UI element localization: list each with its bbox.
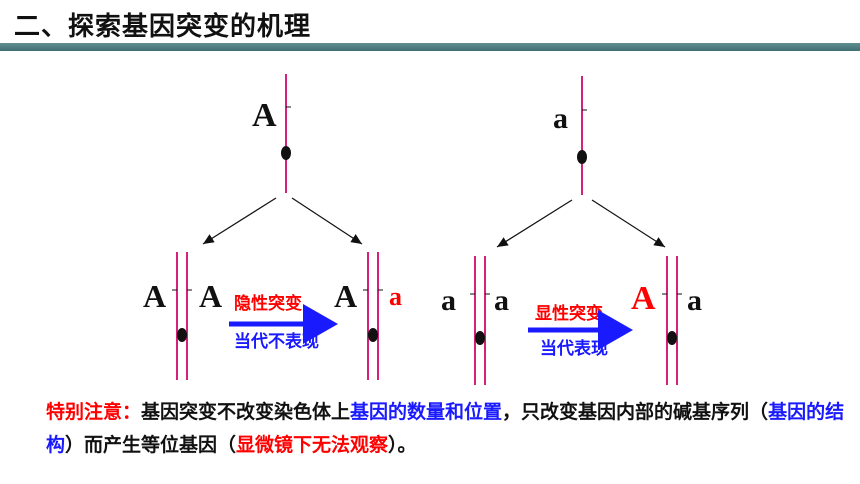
right-mutation-effect-label: 当代表现	[540, 338, 608, 359]
left-child2-left-allele: A	[334, 278, 357, 314]
left-child1-chromosome	[172, 252, 192, 380]
note-label: 特别注意：	[46, 401, 142, 423]
left-split-arrow-left	[202, 197, 277, 245]
right-child1-chromosome	[470, 256, 490, 385]
left-parent-chromosome	[281, 74, 291, 193]
right-child1-left-allele: a	[441, 284, 456, 317]
left-child2-chromosome	[363, 252, 383, 380]
note-text-4: ）。	[388, 434, 417, 456]
note-highlight-structure: 基因的结构	[46, 401, 845, 456]
note-highlight-microscope: 显微镜下无法观察	[236, 434, 389, 456]
left-child1-right-allele: A	[199, 278, 222, 314]
note-text-3: ）而产生等位基因（	[65, 434, 237, 456]
left-mutation-type-label: 隐性突变	[234, 293, 302, 314]
right-split-arrow-left	[496, 199, 573, 248]
note-text-2: ，只改变基因内部的碱基序列（	[502, 401, 769, 423]
note-paragraph: 特别注意：基因突变不改变染色体上基因的数量和位置，只改变基因内部的碱基序列（基因…	[46, 396, 846, 462]
left-mutation-effect-label: 当代不表现	[234, 331, 319, 352]
right-parent-allele: a	[553, 102, 568, 135]
page-title: 二、探索基因突变的机理	[14, 12, 312, 42]
left-child2-mutant-allele: a	[389, 282, 402, 311]
right-split-arrow-right	[591, 199, 666, 248]
right-child2-mutant-allele: A	[631, 280, 656, 317]
right-parent-chromosome	[577, 76, 587, 195]
right-mutation-type-label: 显性突变	[535, 303, 603, 324]
right-child2-chromosome	[662, 256, 682, 385]
left-parent-allele: A	[252, 97, 277, 134]
left-child1-left-allele: A	[143, 278, 166, 314]
title-underline-bar	[0, 43, 860, 51]
right-child1-right-allele: a	[494, 284, 509, 317]
right-child2-right-allele: a	[687, 284, 702, 317]
left-split-arrow-right	[291, 197, 363, 245]
note-text-1: 基因突变不改变染色体上	[141, 401, 351, 423]
note-highlight-quantity-position: 基因的数量和位置	[350, 401, 503, 423]
